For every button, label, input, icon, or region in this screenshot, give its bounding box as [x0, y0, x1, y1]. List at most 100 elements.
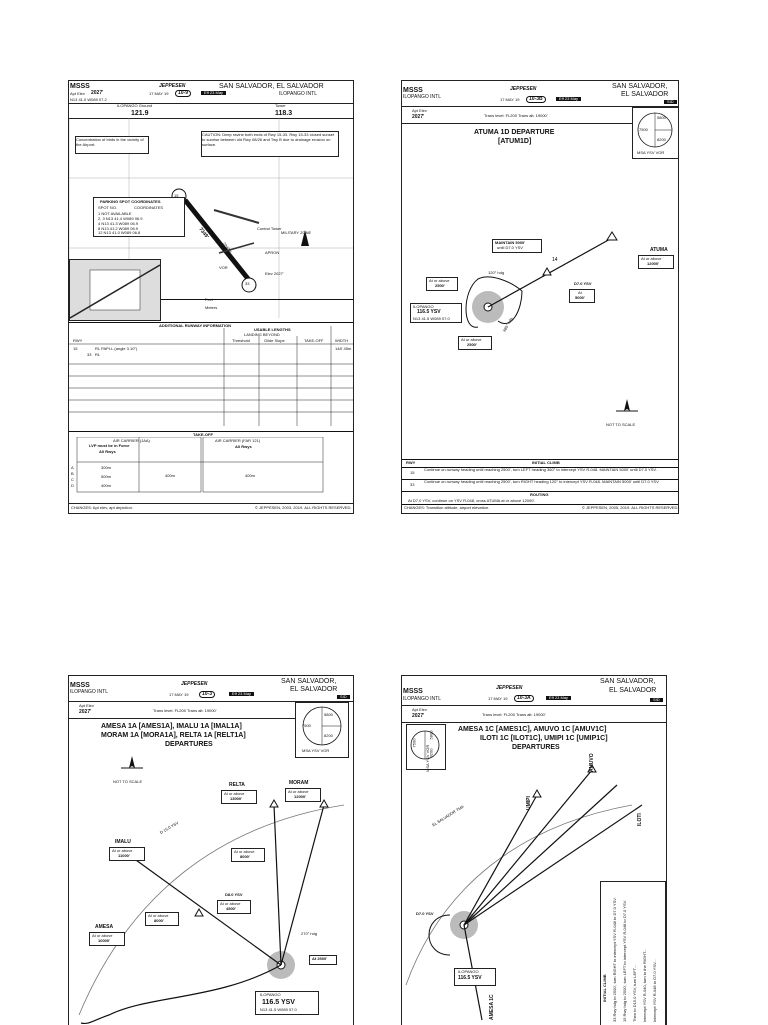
alt-8000-box-a: At or above 8000': [231, 848, 265, 862]
alt-2500-box: At 2500': [309, 955, 337, 965]
msa-val: 8200: [428, 748, 434, 758]
vor-name: ILOPANGO: [458, 969, 479, 974]
chart-10-3: MSSS ILOPANGO INTL JEPPESEN SAN SALVADOR…: [68, 675, 354, 1025]
row2-info: RL: [95, 352, 101, 357]
chart-date: 17 MAY 19: [488, 696, 508, 701]
elev-value: 2027': [412, 114, 425, 120]
scale-feet: Feet: [205, 297, 214, 302]
airport-name: ILOPANGO INTL: [403, 94, 441, 100]
airport-name: ILOPANGO INTL: [279, 91, 317, 97]
alt-value: 2500': [467, 342, 477, 347]
initial-climb-table: INITIAL CLIMB 33 Rwy hdg to 2500', turn …: [600, 881, 666, 1025]
atuma-alt: 12000': [647, 261, 660, 266]
moram-alt-box: At or above 12000': [285, 788, 321, 802]
msa-val: 8200: [324, 733, 333, 738]
routing-title: ROUTING: [530, 492, 549, 497]
row2-rwy: 33: [87, 352, 92, 357]
title-line1: AMESA 1A [AMES1A], IMALU 1A [IMAL1A]: [101, 723, 242, 730]
military-zone: MILITARY ZONE: [281, 230, 312, 235]
chart-id: MSSS: [70, 83, 90, 90]
col-rwy: RWY: [73, 338, 83, 343]
ground-label: ILOPANGO Ground: [117, 103, 153, 108]
alt-label: At or above: [288, 789, 309, 794]
relta-alt: 13000': [230, 796, 243, 801]
north-arrow-icon: [121, 756, 143, 769]
rwy33-label: 33: [245, 281, 250, 286]
jeppesen-logo: JEPPESEN: [496, 685, 523, 691]
ground-freq: 121.9: [131, 110, 149, 117]
col-glideslope: Glide Slope: [264, 338, 285, 343]
sid-badge: SID: [664, 100, 677, 104]
fix-amesa: AMESA 1C: [489, 994, 495, 1020]
chart-date: 17 MAY 19: [149, 91, 169, 96]
maintain-text: MAINTAIN 5000': [495, 240, 526, 245]
inset-map-graphic: [70, 264, 160, 319]
control-tower: Control Tower: [257, 226, 282, 231]
alt-label: At or above: [461, 337, 482, 342]
climb-row: Intercept YSV R-040, turn to the RIGHT..…: [642, 948, 647, 1022]
rwy-table-grid: [69, 326, 353, 426]
caution-note: CAUTION: Deep ravine both ends of Rwy 15…: [201, 131, 339, 157]
alt-label: At or above: [112, 848, 133, 853]
msa-label: MSA YSV VOR: [302, 748, 330, 753]
fix-amesa: AMESA: [95, 924, 114, 930]
city-line1: SAN SALVADOR,: [612, 83, 668, 90]
title-line2: ILOTI 1C [ILOT1C], UMIPI 1C [UMIP1C]: [480, 735, 608, 742]
alt-label: At or above: [92, 933, 113, 938]
col-takeoff: TAKE-OFF: [304, 338, 324, 343]
trans-level: Trans level: FL200 Trans alt: 19000': [153, 708, 217, 713]
to-letter: C: [71, 477, 74, 482]
row1-width: 148' 45m: [335, 346, 352, 351]
alt-label: At or above: [429, 278, 450, 283]
parking-spot-table: PARKING SPOT COORDINATES SPOT NO. COORDI…: [93, 197, 185, 237]
climb-row: 15 Rwy hdg to 2500', turn LEFT to interc…: [622, 899, 627, 1022]
d7-at: At: [578, 290, 582, 295]
changes-note: CHANGES: Apt elev, apt depiction.: [71, 505, 133, 510]
coords: N13 41.0 W089 07.2: [70, 97, 107, 102]
msa-box: 5800 7500 8200 MSA YSV VOR: [632, 107, 678, 159]
atuma-alt-label: At or above: [641, 256, 662, 261]
fix-d7: D7.0 YSV: [416, 911, 434, 916]
d7-alt: 5000': [575, 295, 585, 300]
parking-row: 8 N13 41.2 W089 06.9: [98, 226, 139, 231]
col-width: WIDTH: [335, 338, 349, 343]
imalu-alt-box: At or above 11000': [109, 847, 145, 861]
msa-circle: [302, 706, 342, 746]
chart-id: MSSS: [403, 688, 423, 695]
elev-value: 2027': [91, 90, 104, 96]
climb-rwy: 33: [410, 482, 415, 487]
city-line1: SAN SALVADOR,: [281, 678, 337, 685]
fix-d8: D8.0 YSV: [225, 892, 243, 897]
to-col2: AIR CARRIER (FAR 121): [215, 438, 261, 443]
fix-atuma: ATUMA: [650, 247, 668, 253]
to-value: 400m: [245, 473, 256, 478]
chart-10-9: MSSS Apt Elev 2027' N13 41.0 W089 07.2 J…: [68, 80, 354, 514]
vor-box: ILOPANGO 116.5 YSV: [454, 968, 496, 986]
routing-text: At D7.0 YSV, continue on YSV R-048, cros…: [408, 498, 536, 503]
alt-value: 8000': [240, 854, 250, 859]
climb-row: 33 Rwy hdg to 2500', turn RIGHT to inter…: [612, 897, 617, 1022]
fix-amuvo: AMUVO: [589, 753, 595, 772]
atuma-route-map: 14: [465, 231, 618, 328]
tower-freq: 118.3: [275, 110, 293, 117]
table-initial-climb: INITIAL CLIMB: [532, 460, 560, 465]
to-value: 400m: [165, 473, 176, 478]
alt-value: 8000': [154, 918, 164, 923]
alt-2500-box-b: At or above 2500': [458, 336, 492, 350]
msa-val: 8200: [657, 137, 666, 142]
elev-label: Apt Elev: [412, 108, 427, 113]
chart-10-3a: MSSS ILOPANGO INTL JEPPESEN SAN SALVADOR…: [401, 675, 667, 1025]
table-rwy: RWY: [406, 460, 416, 465]
fix-d7: D7.0 YSV: [574, 281, 592, 286]
city-line1: SAN SALVADOR,: [600, 678, 656, 685]
fix-umipi: UMIPI: [526, 796, 532, 810]
birds-note: Concentration of birds in the vicinity o…: [75, 136, 149, 154]
to-value: 400m: [101, 483, 112, 488]
all-rwys-1: All Rwys: [99, 449, 116, 454]
elev-label: Apt Elev: [79, 703, 94, 708]
msa-val: 5800: [324, 712, 333, 717]
airport-diagram: [69, 118, 353, 318]
city-line2: EL SALVADOR: [290, 686, 338, 693]
climb-rwy: 15: [410, 470, 415, 475]
vor-box: ILOPANGO 116.5 YSV N13 41.5 W089 07.0: [255, 991, 319, 1015]
